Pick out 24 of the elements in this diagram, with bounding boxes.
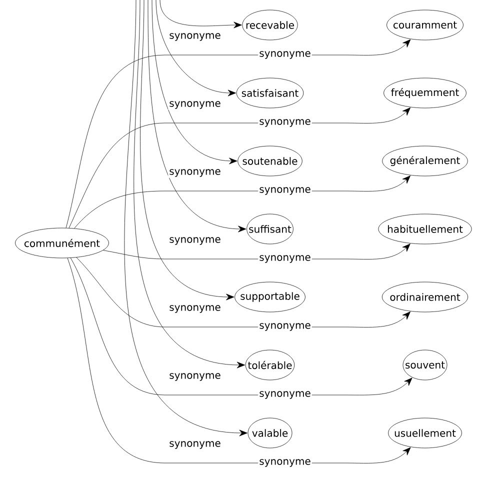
arrow	[160, 0, 242, 28]
edge-label: synonyme	[168, 100, 222, 110]
arrow	[140, 0, 234, 300]
arrow	[66, 39, 411, 228]
arrow	[67, 258, 411, 464]
edge-label: synonyme	[258, 254, 312, 264]
edge-label: synonyme	[168, 440, 222, 450]
arrow	[134, 0, 246, 368]
arrow	[156, 0, 236, 96]
edge-label: synonyme	[258, 390, 312, 400]
edge-label: synonyme	[168, 372, 222, 382]
edge-label: synonyme	[258, 186, 312, 196]
arrow	[152, 0, 238, 164]
edge-label: synonyme	[168, 236, 222, 246]
edge-label: synonyme	[168, 304, 222, 314]
edge-label: synonyme	[168, 168, 222, 178]
edge-label: synonyme	[258, 118, 312, 128]
arrow	[70, 258, 412, 396]
edge-label: synonyme	[258, 50, 312, 60]
arrow	[124, 0, 248, 436]
arrow	[148, 0, 246, 232]
edge-label: synonyme	[258, 458, 312, 468]
edge-label: synonyme	[168, 32, 222, 42]
edge-label: synonyme	[258, 322, 312, 332]
